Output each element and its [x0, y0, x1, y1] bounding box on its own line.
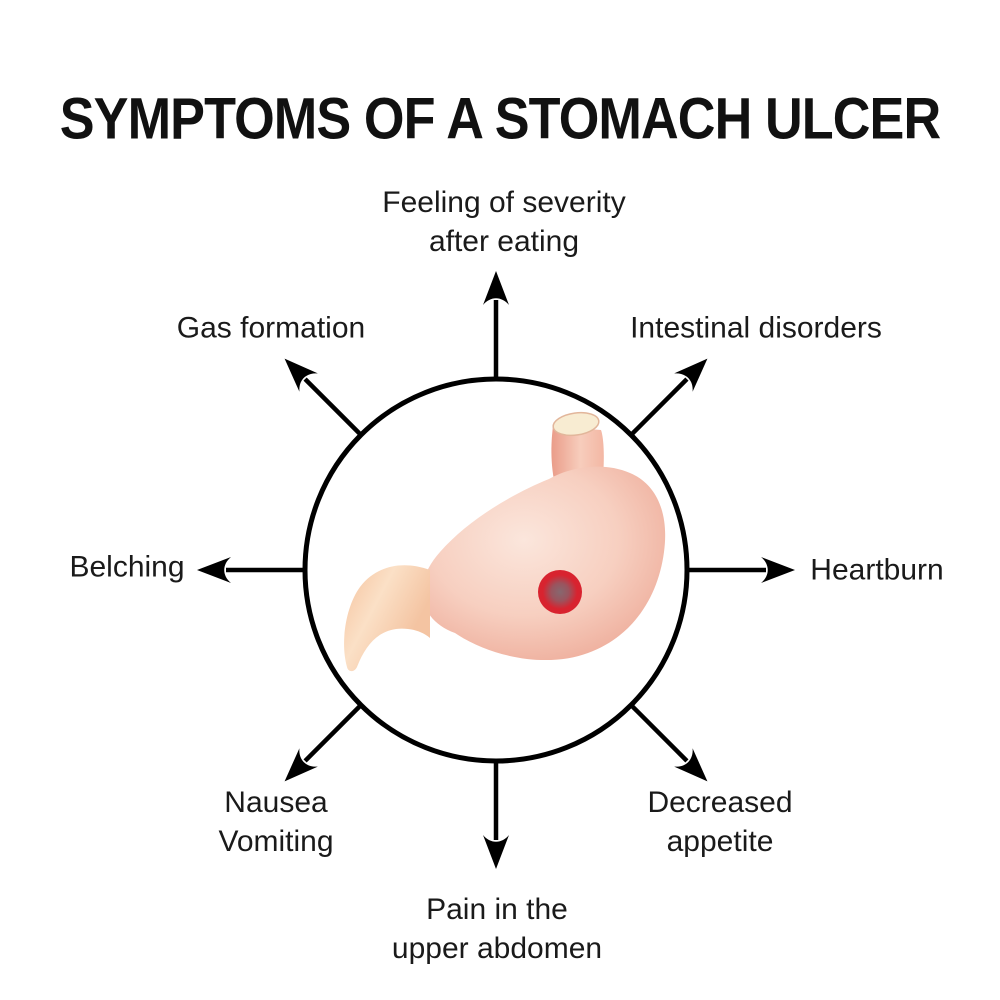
- arrow-head: [483, 271, 509, 305]
- symptom-line: Decreased: [647, 786, 793, 819]
- arrow-head: [284, 748, 318, 782]
- arrow-bottom-icon: [483, 760, 509, 869]
- symptom-label-belching: Belching: [69, 548, 184, 587]
- symptom-line: Heartburn: [810, 553, 944, 587]
- symptom-line: Intestinal disorders: [630, 311, 882, 345]
- arrow-bottom-left-icon: [284, 702, 364, 782]
- symptom-line: upper abdomen: [391, 932, 603, 965]
- arrow-head: [674, 358, 708, 392]
- duodenum-tail: [344, 565, 430, 672]
- symptom-label-gas-formation: Gas formation: [177, 309, 365, 348]
- arrow-head: [674, 748, 708, 782]
- symptom-label-nausea-vomiting: Nausea Vomiting: [218, 783, 333, 861]
- arrow-shaft: [628, 377, 689, 438]
- arrow-head: [761, 557, 795, 583]
- symptom-label-pain-upper-abdomen: Pain in the upper abdomen: [392, 890, 602, 968]
- arrow-head: [197, 557, 231, 583]
- arrow-shaft: [303, 377, 364, 438]
- symptom-label-decreased-appetite: Decreased appetite: [647, 783, 792, 861]
- arrow-shaft: [303, 702, 364, 763]
- arrow-bottom-right-icon: [628, 702, 708, 782]
- arrow-head: [284, 358, 318, 392]
- arrow-top-left-icon: [284, 358, 364, 438]
- symptom-label-heartburn: Heartburn: [810, 551, 943, 590]
- symptom-line: Nausea: [224, 786, 328, 819]
- symptom-label-intestinal-disorders: Intestinal disorders: [630, 309, 882, 348]
- arrow-right-icon: [686, 557, 795, 583]
- arrow-head: [483, 835, 509, 869]
- arrow-top-icon: [483, 271, 509, 380]
- symptom-label-feeling-of-severity: Feeling of severity after eating: [382, 183, 625, 261]
- symptom-line: Belching: [69, 550, 185, 584]
- esophagus-opening: [552, 411, 600, 437]
- arrow-left-icon: [197, 557, 306, 583]
- stomach-body: [421, 466, 666, 661]
- symptom-line: Gas formation: [176, 311, 366, 345]
- page-title: SYMPTOMS OF A STOMACH ULCER: [59, 86, 941, 152]
- stomach-illustration: [344, 411, 666, 672]
- arrow-top-right-icon: [628, 358, 708, 438]
- symptom-line: Vomiting: [218, 825, 334, 858]
- arrow-shaft: [628, 702, 689, 763]
- symptom-line: after eating: [428, 225, 580, 258]
- ulcer-spot: [538, 570, 582, 614]
- symptom-line: appetite: [666, 825, 774, 858]
- symptom-line: Pain in the: [426, 893, 568, 926]
- symptom-line: Feeling of severity: [382, 186, 626, 219]
